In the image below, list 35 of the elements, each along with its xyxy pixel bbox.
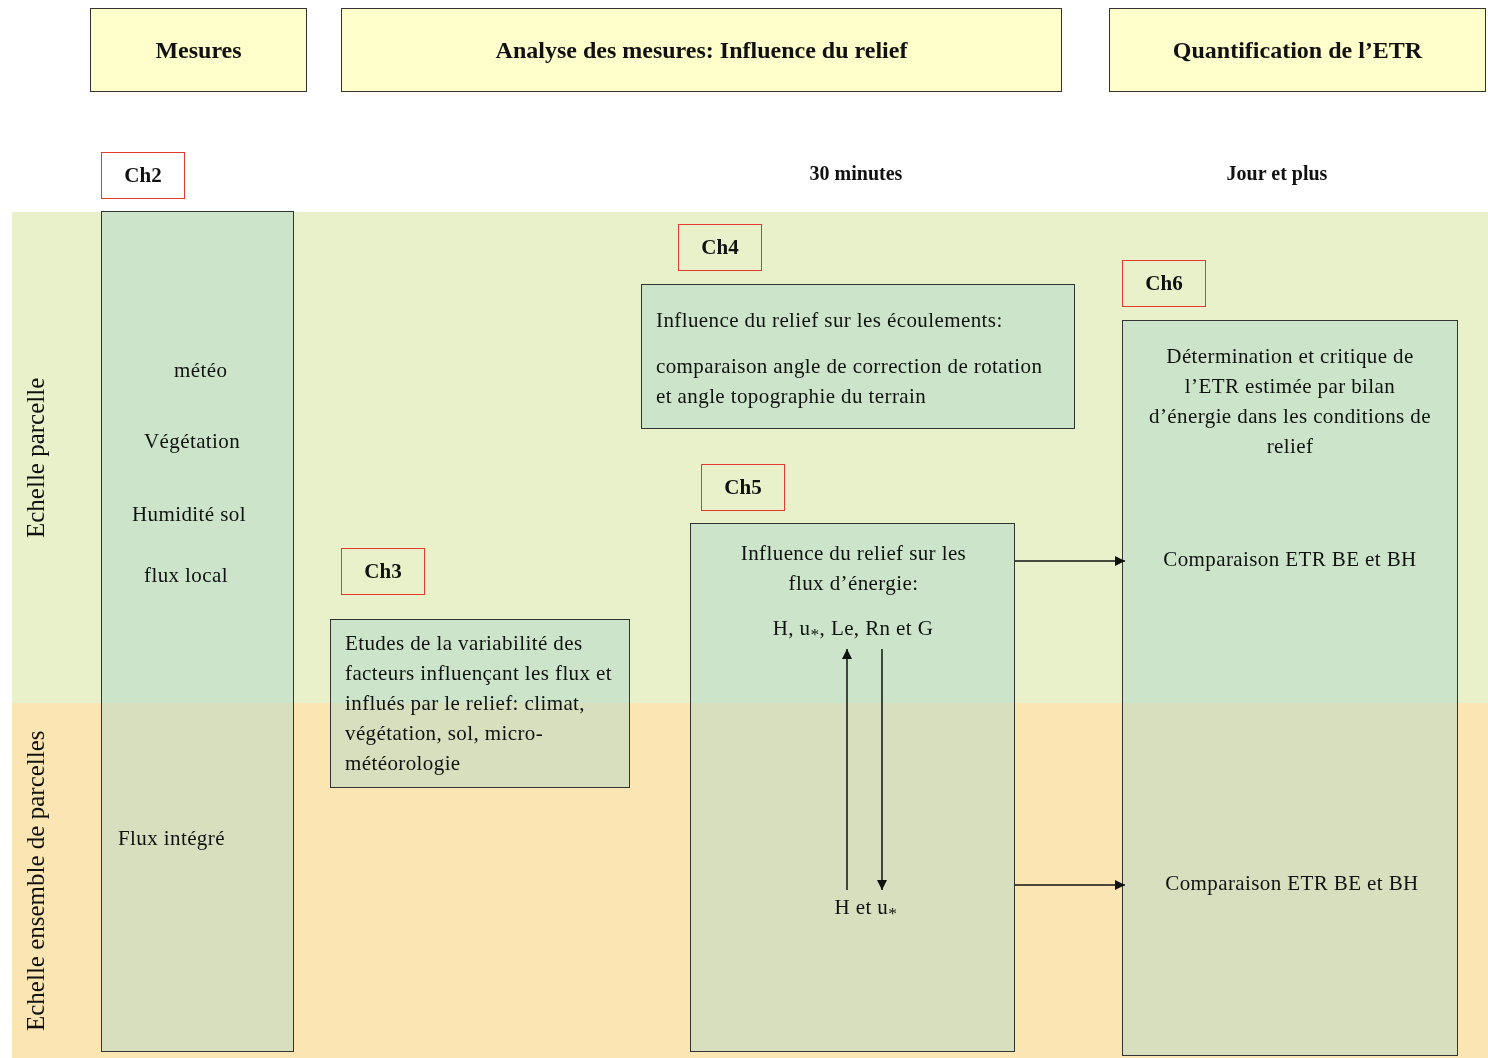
time-scale-label: Jour et plus xyxy=(1226,162,1328,185)
box-text: Détermination et critique de l’ETR estimée par bilan d’énergie dans les conditions de relief xyxy=(1148,343,1432,460)
process-box xyxy=(330,619,630,788)
section-header: Mesures xyxy=(90,8,307,92)
time-scale-label: 30 minutes xyxy=(809,162,903,185)
box-text: Humidité sol xyxy=(132,501,246,528)
scale-label: Echelle parcelle xyxy=(22,376,50,540)
chapter-tag: Ch2 xyxy=(101,152,185,199)
process-box xyxy=(1122,320,1458,1056)
section-header: Analyse des mesures: Influence du relief xyxy=(341,8,1062,92)
box-text: comparaison angle de correction de rotation et angle topographie du terrain xyxy=(656,353,1044,410)
result-text: Comparaison ETR BE et BH xyxy=(1125,870,1459,900)
chapter-tag: Ch3 xyxy=(341,548,425,595)
section-header: Quantification de l’ETR xyxy=(1109,8,1486,92)
box-text: Flux intégré xyxy=(118,825,225,852)
box-text: Influence du relief sur les flux d’énergie: xyxy=(739,540,968,597)
arrow xyxy=(842,648,852,891)
measure-column xyxy=(101,211,294,1052)
arrow xyxy=(1014,556,1126,566)
box-text: Influence du relief sur les écoulements: xyxy=(656,307,1003,334)
chapter-tag: Ch5 xyxy=(701,464,785,511)
process-box xyxy=(690,523,1015,1052)
arrow xyxy=(1014,880,1126,890)
box-text: Etudes de la variabilité des facteurs influençant les flux et influés par le relief: climat, végétation, sol, micro-météorologie xyxy=(345,630,614,777)
variable-text: H et u$_{*}$ xyxy=(816,894,916,924)
box-text: flux local xyxy=(144,562,228,589)
scale-label: Echelle ensemble de parcelles xyxy=(22,729,50,1033)
arrow xyxy=(877,648,887,891)
chapter-tag: Ch6 xyxy=(1122,260,1206,307)
chapter-tag: Ch4 xyxy=(678,224,762,271)
box-text: météo xyxy=(174,357,228,384)
result-text: Comparaison ETR BE et BH xyxy=(1125,546,1455,576)
variable-text: H, u$_{*}$, Le, Rn et G xyxy=(753,615,953,645)
process-box xyxy=(641,284,1075,429)
box-text: Végétation xyxy=(144,428,241,455)
